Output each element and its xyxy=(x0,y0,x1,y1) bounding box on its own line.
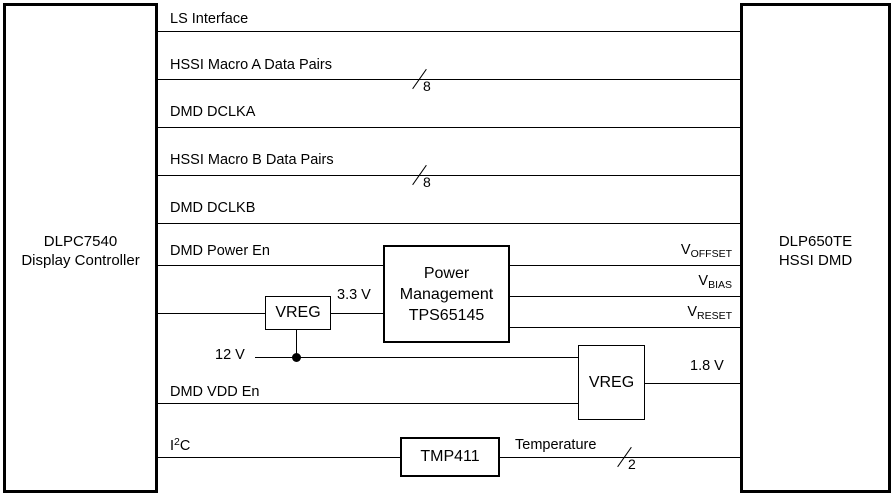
power-management-line3: TPS65145 xyxy=(408,306,485,324)
bus-width-marker-hssi-b: 8 xyxy=(410,163,450,197)
signal-line-dmd-dclka xyxy=(158,127,740,128)
label-vreset: VRESET xyxy=(570,304,732,323)
tmp411-label: TMP411 xyxy=(420,448,480,465)
power-management-block[interactable]: Power Management TPS65145 xyxy=(383,245,510,343)
power-management-line2: Management xyxy=(399,285,494,303)
signal-line-dmd-power-en xyxy=(158,265,383,266)
label-dmd-power-en: DMD Power En xyxy=(170,243,270,259)
bus-width-label: 8 xyxy=(423,78,431,94)
label-rail-18v: 1.8 V xyxy=(690,358,724,374)
label-vbias-subscript: BIAS xyxy=(708,279,732,291)
label-temperature: Temperature xyxy=(515,437,597,453)
rail-line-vbias xyxy=(510,296,740,297)
dmd-subtitle: HSSI DMD xyxy=(778,252,853,269)
bus-width-marker-temperature: 2 xyxy=(615,445,655,479)
label-dmd-vdd-en: DMD VDD En xyxy=(170,384,260,400)
tmp411-block[interactable]: TMP411 xyxy=(400,437,500,477)
controller-block[interactable]: DLPC7540 Display Controller xyxy=(3,3,158,493)
controller-name: DLPC7540 xyxy=(43,233,118,250)
vreg-18v-block[interactable]: VREG xyxy=(578,345,645,420)
label-vreset-base: V xyxy=(687,304,697,320)
vreg-18v-label: VREG xyxy=(588,373,635,391)
label-dmd-dclkb: DMD DCLKB xyxy=(170,200,256,216)
signal-line-dmd-vdd-en xyxy=(158,403,578,404)
label-voffset-base: V xyxy=(680,242,691,258)
controller-block-text: DLPC7540 Display Controller xyxy=(6,232,155,270)
label-vbias: VBIAS xyxy=(570,273,732,292)
power-management-line1: Power xyxy=(423,264,470,282)
label-rail-12v: 12 V xyxy=(215,347,245,363)
rail-line-voffset xyxy=(510,265,740,266)
signal-line-hssi-macro-a xyxy=(158,79,740,80)
bus-width-marker-hssi-a: 8 xyxy=(410,67,450,101)
label-vbias-base: V xyxy=(698,273,709,289)
signal-line-hssi-macro-b xyxy=(158,175,740,176)
label-i2c-post: C xyxy=(179,438,191,454)
dmd-block-text: DLP650TE HSSI DMD xyxy=(743,232,888,270)
signal-line-dmd-dclkb xyxy=(158,223,740,224)
junction-dot-12v xyxy=(292,353,301,362)
signal-line-ls-interface xyxy=(158,31,740,32)
vreg-33v-label: VREG xyxy=(275,304,321,321)
rail-drop-12v-to-vreg33 xyxy=(296,330,297,357)
dmd-block[interactable]: DLP650TE HSSI DMD xyxy=(740,3,891,493)
label-ls-interface: LS Interface xyxy=(170,11,249,27)
rail-line-vreset xyxy=(510,327,740,328)
vreg-33v-block[interactable]: VREG xyxy=(265,296,331,330)
label-hssi-macro-a: HSSI Macro A Data Pairs xyxy=(170,57,332,73)
rail-line-33v xyxy=(330,313,383,314)
dmd-name: DLP650TE xyxy=(778,233,853,250)
signal-line-i2c xyxy=(158,457,400,458)
label-dmd-dclka: DMD DCLKA xyxy=(170,104,256,120)
bus-width-label: 2 xyxy=(628,456,636,472)
label-i2c: I2C xyxy=(170,436,191,455)
rail-line-18v xyxy=(645,383,740,384)
label-rail-33v: 3.3 V xyxy=(337,287,371,303)
label-vreset-subscript: RESET xyxy=(696,310,732,322)
label-voffset: VOFFSET xyxy=(570,242,732,261)
controller-subtitle: Display Controller xyxy=(21,252,140,269)
signal-line-temperature xyxy=(500,457,740,458)
label-i2c-pre: I xyxy=(170,438,175,454)
label-i2c-superscript: 2 xyxy=(174,436,180,448)
label-voffset-subscript: OFFSET xyxy=(690,248,732,260)
rail-line-12v xyxy=(255,357,578,358)
bus-width-label: 8 xyxy=(423,174,431,190)
label-hssi-macro-b: HSSI Macro B Data Pairs xyxy=(170,152,334,168)
signal-line-to-vreg33 xyxy=(158,313,265,314)
